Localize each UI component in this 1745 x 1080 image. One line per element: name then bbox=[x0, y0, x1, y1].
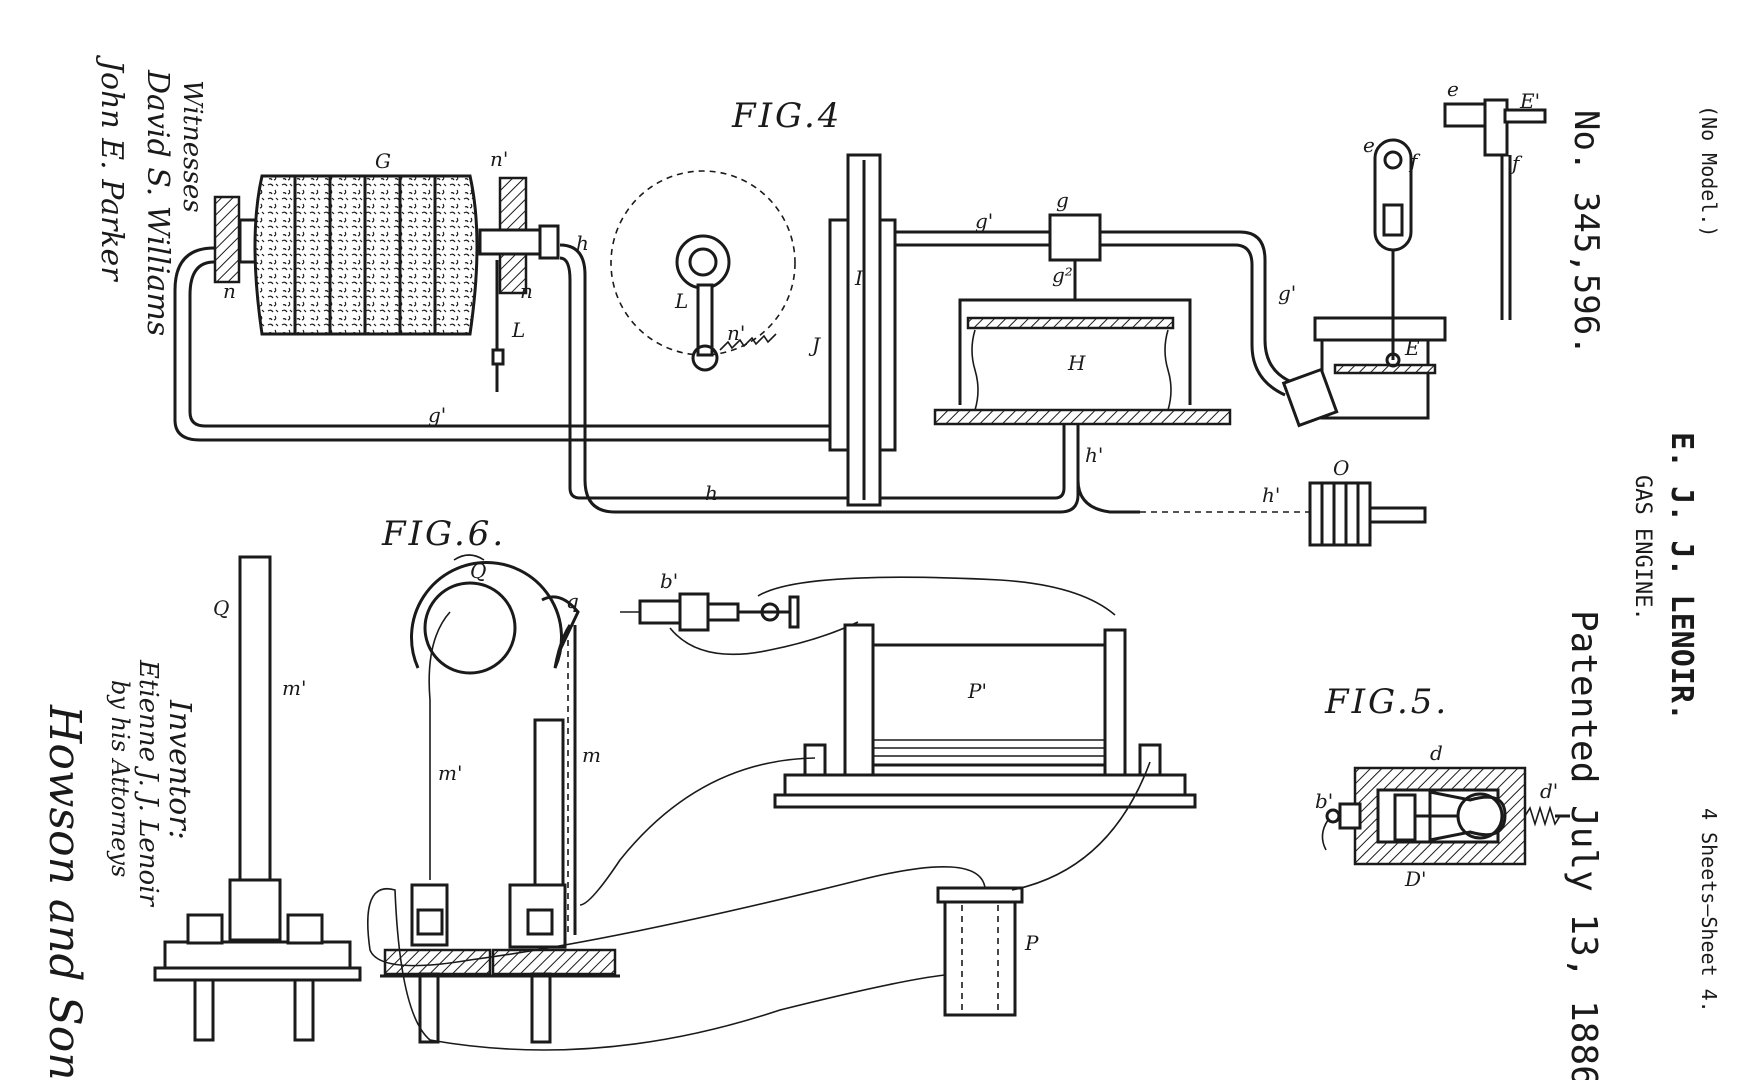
fig6-drawing: Q m' Q q m' m b' P' P bbox=[155, 555, 1195, 1050]
label-e-tank: e bbox=[1363, 133, 1375, 157]
label-m1-stand: m' bbox=[438, 761, 462, 785]
label-I: I bbox=[854, 266, 864, 290]
label-b1-plug: b' bbox=[660, 569, 678, 593]
label-H: H bbox=[1067, 351, 1086, 375]
label-n-right: n bbox=[520, 279, 533, 303]
label-J: J bbox=[808, 333, 821, 357]
inventor-signature: Etienne J. J. Lenoir bbox=[133, 659, 163, 908]
pipe-g1-right bbox=[895, 232, 1050, 245]
attorneys-line: by his Attorneys bbox=[106, 680, 134, 877]
label-f-detail: f bbox=[1510, 151, 1523, 175]
label-L-drum: L bbox=[511, 318, 525, 342]
tank-E bbox=[1284, 140, 1445, 425]
label-h1-vertical: h' bbox=[1085, 443, 1103, 467]
label-g1-right: g' bbox=[1278, 281, 1296, 305]
patent-title: GAS ENGINE. bbox=[1630, 475, 1655, 621]
patent-number: No. 345,596. bbox=[1566, 110, 1606, 356]
inventor-block: Inventor: Etienne J. J. Lenoir by his At… bbox=[39, 659, 197, 1080]
label-n-left: n bbox=[223, 279, 236, 303]
label-O: O bbox=[1333, 456, 1349, 480]
label-h1-right: h' bbox=[1262, 483, 1280, 507]
label-d: d bbox=[1430, 741, 1443, 765]
header-right-column: (No Model.) 4 Sheets—Sheet 4. No. 345,59… bbox=[1563, 105, 1721, 1080]
label-Q-ring: Q bbox=[470, 559, 486, 583]
spark-plug-b1 bbox=[620, 594, 798, 630]
fig4-title: FIG.4 bbox=[731, 96, 842, 136]
label-b1-fig5: b' bbox=[1315, 789, 1333, 813]
witnesses-heading: Witnesses bbox=[177, 80, 207, 213]
witness-signature-2: John E. Parker bbox=[94, 54, 129, 282]
no-model-label: (No Model.) bbox=[1697, 105, 1721, 237]
label-Q-post: Q bbox=[213, 596, 229, 620]
inventor-heading: Inventor: bbox=[162, 699, 197, 840]
detail-E1 bbox=[1445, 100, 1545, 320]
fig4-drawing: G n' n n L h g' L n' J I g' g g² H g' E … bbox=[175, 77, 1545, 545]
label-P1: P' bbox=[967, 679, 987, 703]
label-E: E bbox=[1404, 336, 1420, 360]
label-D1: D' bbox=[1404, 867, 1427, 891]
label-h-top: h bbox=[576, 231, 589, 255]
pipe-h bbox=[560, 245, 1078, 512]
fig6-title: FIG.6. bbox=[381, 514, 506, 554]
witness-signature-1: David S. Williams bbox=[140, 69, 175, 336]
label-m: m bbox=[582, 743, 601, 767]
fig5-drawing: d d' b' D' bbox=[1315, 741, 1570, 891]
inventor-name: E. J. J. LENOIR. bbox=[1664, 432, 1699, 721]
label-g1-bottom: g' bbox=[428, 403, 446, 427]
attorney-signature: Howson and Sons bbox=[39, 704, 90, 1080]
drum-G bbox=[215, 176, 558, 392]
label-n1-wheel: n' bbox=[727, 321, 745, 345]
label-e-detail: e bbox=[1447, 77, 1459, 101]
pipe-h-inner bbox=[560, 258, 1064, 498]
sheets-label: 4 Sheets—Sheet 4. bbox=[1697, 808, 1721, 1013]
label-f-tank: f bbox=[1408, 149, 1421, 173]
cylinder-J bbox=[830, 155, 895, 505]
label-d1: d' bbox=[1540, 779, 1558, 803]
label-h-bottom: h bbox=[705, 481, 718, 505]
label-G: G bbox=[375, 149, 391, 173]
valve-g bbox=[1050, 215, 1100, 260]
regulator-O bbox=[1078, 480, 1425, 545]
flywheel-L bbox=[611, 171, 795, 370]
label-g: g bbox=[1056, 188, 1069, 212]
label-m1-post: m' bbox=[282, 676, 306, 700]
label-g1-top: g' bbox=[975, 209, 993, 233]
patented-date: Patented July 13, 1886. bbox=[1563, 610, 1604, 1080]
label-n1: n' bbox=[490, 147, 508, 171]
label-L-wheel: L bbox=[674, 289, 688, 313]
label-q: q bbox=[566, 589, 579, 613]
fig5-title: FIG.5. bbox=[1324, 682, 1449, 722]
igniter-Q bbox=[380, 555, 620, 1042]
label-E1: E' bbox=[1519, 89, 1540, 113]
gasometer-H bbox=[935, 260, 1230, 424]
label-P: P bbox=[1024, 931, 1039, 955]
label-g2: g² bbox=[1052, 263, 1073, 287]
